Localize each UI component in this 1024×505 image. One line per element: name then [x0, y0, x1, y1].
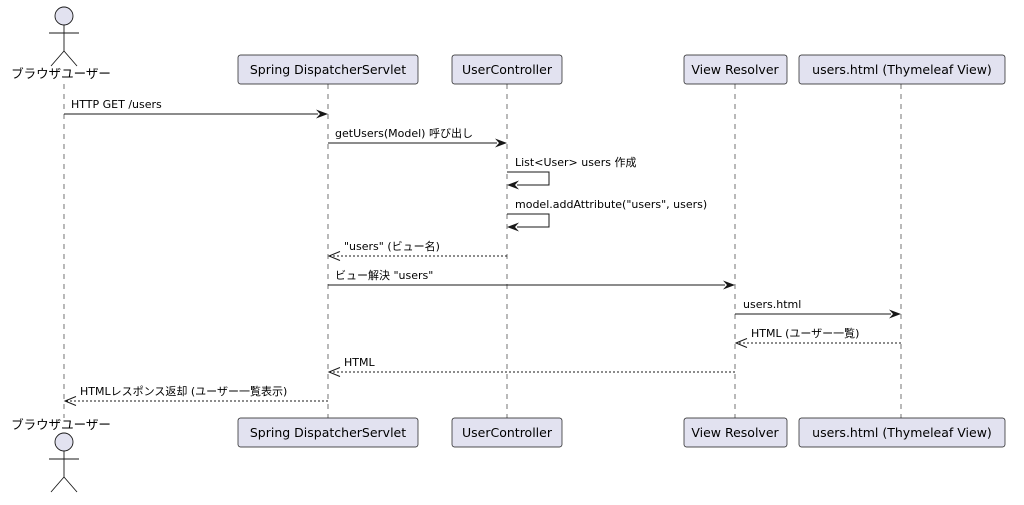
message-users-html-label: users.html — [743, 298, 801, 311]
message-add-attribute: model.addAttribute("users", users) — [507, 198, 707, 232]
message-create-users-list-label: List<User> users 作成 — [515, 156, 636, 169]
message-http-get: HTTP GET /users — [64, 98, 328, 119]
message-http-get-label: HTTP GET /users — [71, 98, 162, 111]
participant-dispatcher-bottom-label: Spring DispatcherServlet — [250, 425, 406, 440]
message-return-html-label: HTML — [344, 356, 375, 369]
message-return-html: HTML — [327, 356, 735, 377]
actor-bottom-label: ブラウザユーザー — [11, 417, 111, 432]
message-return-html-list-label: HTML (ユーザー一覧) — [751, 326, 859, 340]
actor-top: ブラウザユーザー — [11, 6, 111, 81]
participant-view-top-label: users.html (Thymeleaf View) — [812, 62, 992, 77]
participant-view-bottom: users.html (Thymeleaf View) — [798, 417, 1006, 448]
message-return-response-label: HTMLレスポンス返却 (ユーザー一覧表示) — [80, 384, 287, 398]
participant-dispatcher-top: Spring DispatcherServlet — [237, 54, 419, 85]
participant-controller-bottom-label: UserController — [462, 425, 553, 440]
participant-dispatcher-bottom: Spring DispatcherServlet — [237, 417, 419, 448]
message-add-attribute-label: model.addAttribute("users", users) — [515, 198, 707, 211]
participant-dispatcher-top-label: Spring DispatcherServlet — [250, 62, 406, 77]
participant-view-top: users.html (Thymeleaf View) — [798, 54, 1006, 85]
message-users-html: users.html — [735, 298, 901, 319]
message-get-users: getUsers(Model) 呼び出し — [328, 126, 507, 148]
message-resolve-view-label: ビュー解決 "users" — [335, 268, 433, 282]
message-return-view-name-label: "users" (ビュー名) — [344, 239, 440, 253]
participant-resolver-bottom-label: View Resolver — [691, 425, 779, 440]
participant-resolver-top-label: View Resolver — [691, 62, 779, 77]
participant-view-bottom-label: users.html (Thymeleaf View) — [812, 425, 992, 440]
message-create-users-list: List<User> users 作成 — [507, 156, 636, 190]
message-return-view-name: "users" (ビュー名) — [327, 239, 507, 261]
participant-controller-top-label: UserController — [462, 62, 553, 77]
participant-controller-bottom: UserController — [451, 417, 563, 448]
message-return-response: HTMLレスポンス返却 (ユーザー一覧表示) — [63, 384, 328, 406]
actor-top-label: ブラウザユーザー — [11, 66, 111, 81]
message-resolve-view: ビュー解決 "users" — [328, 268, 735, 290]
message-get-users-label: getUsers(Model) 呼び出し — [335, 126, 473, 140]
actor-top-head — [54, 6, 74, 26]
participant-resolver-top: View Resolver — [683, 54, 788, 85]
actor-bottom-head — [54, 432, 74, 452]
message-return-html-list: HTML (ユーザー一覧) — [734, 326, 901, 348]
actor-bottom: ブラウザユーザー — [11, 417, 111, 493]
participant-resolver-bottom: View Resolver — [683, 417, 788, 448]
participant-controller-top: UserController — [451, 54, 563, 85]
